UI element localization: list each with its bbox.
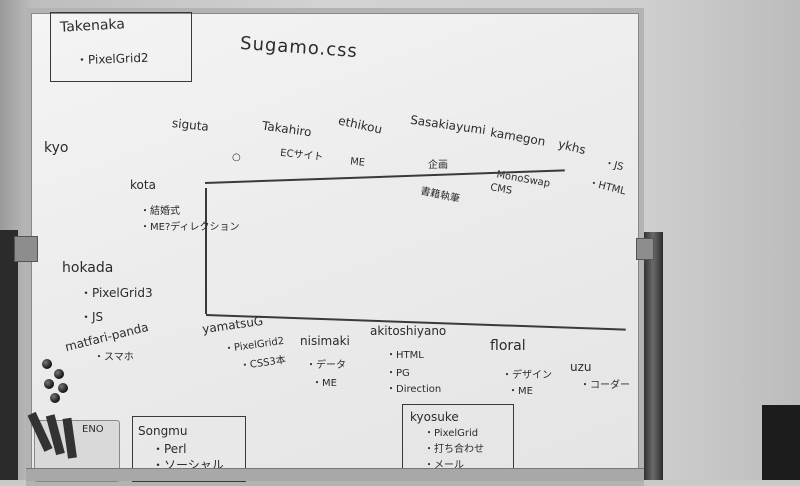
left-name: kota — [130, 178, 156, 192]
whiteboard — [26, 8, 644, 486]
bottom-name: akitoshiyano — [370, 324, 447, 338]
bottom-name: uzu — [570, 360, 592, 374]
whiteboard-stand-leg — [643, 232, 663, 480]
magnet — [44, 379, 54, 389]
note: ME — [349, 156, 366, 169]
takenaka-item: ・PixelGrid2 — [75, 50, 149, 68]
bottom-note: ・コーダー — [580, 380, 630, 391]
note: ○ — [232, 152, 241, 163]
right-dark-object — [762, 405, 800, 480]
bottom-name: nisimaki — [300, 334, 350, 348]
bottom-note: ・HTML — [386, 350, 424, 361]
kyosuke-item: ・PixelGrid — [424, 428, 479, 439]
left-dark-object — [0, 230, 18, 480]
takenaka-box — [50, 12, 192, 82]
table-left-line — [205, 188, 207, 314]
left-note: ・JS — [80, 310, 104, 324]
left-note: ・ME?ディレクション — [140, 222, 240, 233]
magnet — [54, 369, 64, 379]
left-note: ・PixelGrid3 — [80, 286, 153, 300]
kyosuke-item: ・打ち合わせ — [424, 444, 484, 455]
bottom-note: ・ME — [312, 378, 337, 389]
left-note: ・結婚式 — [140, 206, 180, 217]
right-board-clamp — [636, 238, 654, 260]
left-name: kyo — [44, 140, 69, 156]
left-board-clamp — [14, 236, 38, 262]
bottom-note: ・Direction — [386, 384, 442, 395]
bottom-name: floral — [490, 338, 526, 354]
songmu-item: ・Perl — [152, 442, 187, 456]
left-name: hokada — [62, 260, 114, 276]
bottom-note: ・PG — [386, 368, 410, 379]
bottom-note: ・ME — [508, 386, 533, 397]
kyosuke-item: ・メール — [424, 460, 464, 471]
bottom-note: ・デザイン — [502, 370, 552, 381]
kyosuke-name: kyosuke — [410, 410, 459, 424]
bottom-note: ・データ — [306, 360, 346, 371]
board-tray — [26, 468, 644, 481]
magnet — [50, 393, 60, 403]
magnet — [58, 383, 68, 393]
magnet-cluster — [38, 357, 76, 407]
note: 企画 — [428, 160, 448, 171]
takenaka-name: Takenaka — [59, 16, 126, 36]
songmu-name: Songmu — [138, 424, 188, 438]
magnet — [42, 359, 52, 369]
left-note: ・スマホ — [94, 352, 134, 363]
pouch-label: ENO — [82, 424, 104, 435]
